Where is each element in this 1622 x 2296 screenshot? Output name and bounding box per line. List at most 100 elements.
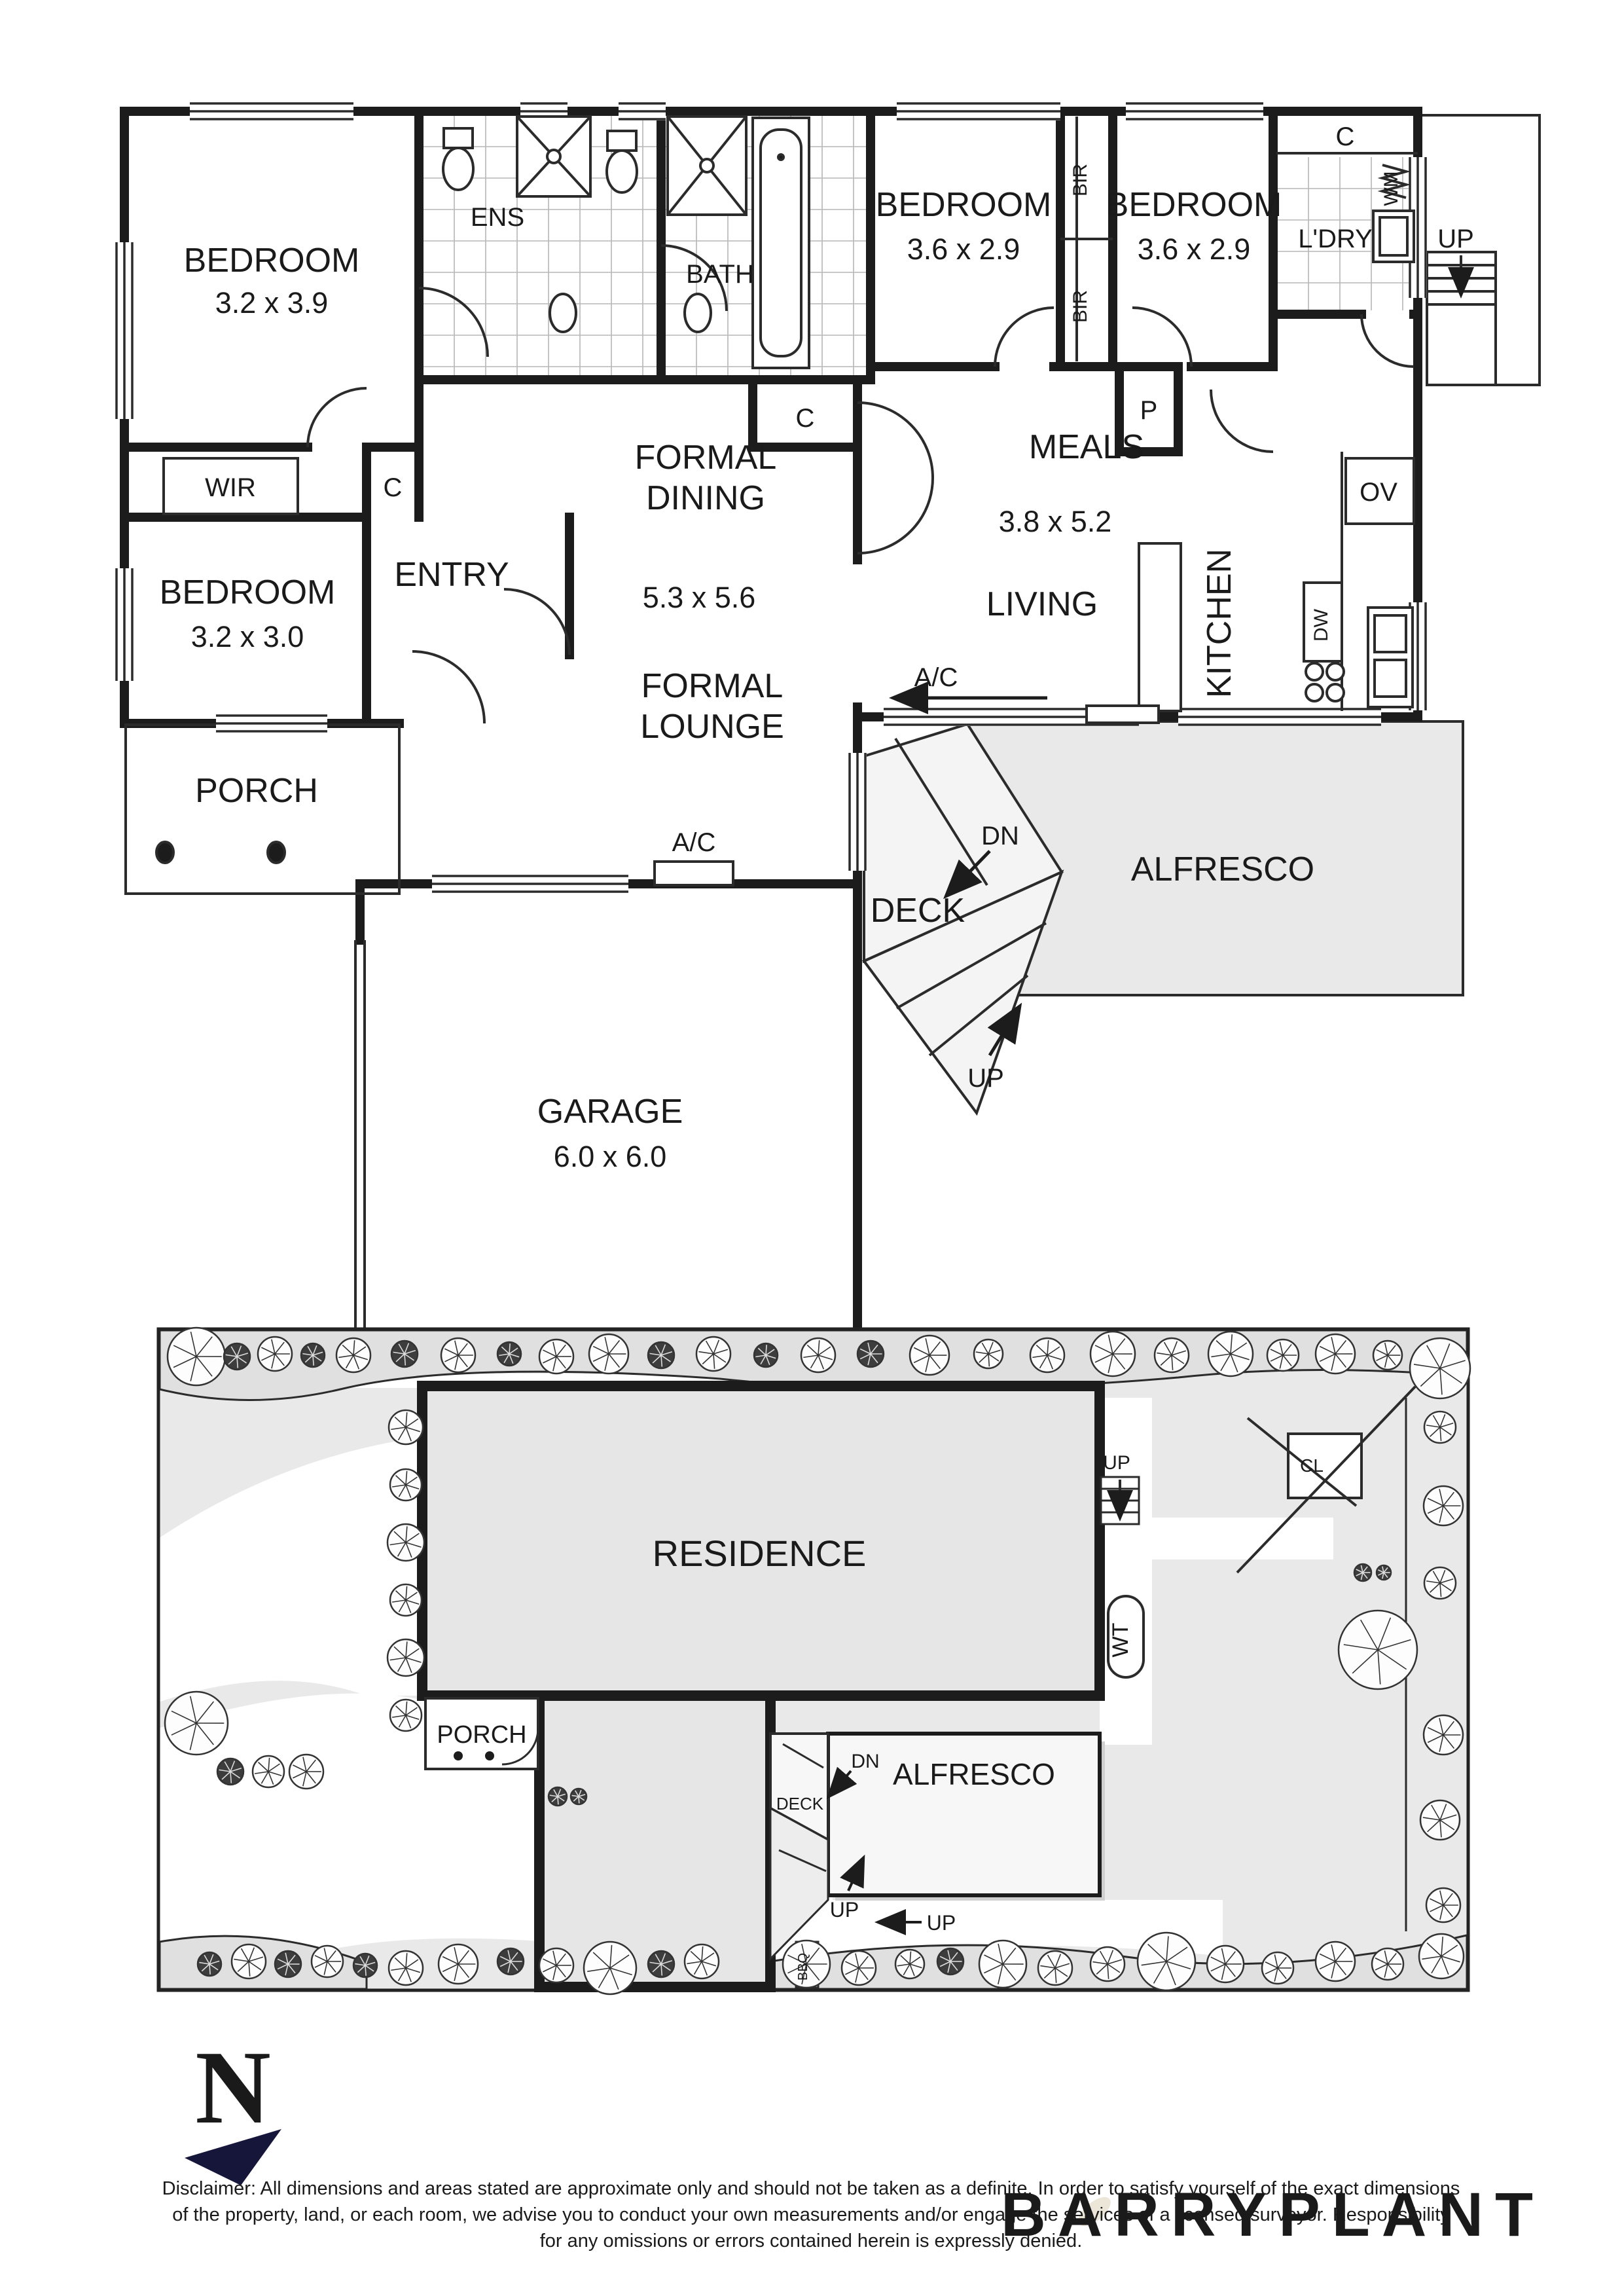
tree-icon <box>583 1941 638 1995</box>
tree-icon <box>840 1950 877 1986</box>
exterior-landing <box>1422 114 1541 386</box>
door-arcs <box>306 244 1415 724</box>
tree-icon <box>1375 1564 1392 1581</box>
entry-label: ENTRY <box>394 556 509 594</box>
north-arrow-icon <box>185 2129 281 2185</box>
tree-icon <box>1425 1887 1462 1923</box>
tree-icon <box>230 1943 267 1980</box>
closet-label-bath: C <box>796 404 815 433</box>
clothesline-label: CL <box>1300 1455 1324 1476</box>
room-label-ens: ENS <box>471 203 524 232</box>
tree-icon <box>1418 1933 1465 1980</box>
tree-icon <box>1372 1339 1403 1371</box>
kitchen-label: KITCHEN <box>1200 549 1238 698</box>
deck-stairs <box>861 869 1064 1116</box>
disclaimer-line3: for any omissions or errors contained he… <box>540 2231 1083 2251</box>
tree-icon <box>588 1333 630 1375</box>
site-deck-label: DECK <box>776 1794 824 1813</box>
formal-lounge-line1: FORMAL <box>641 667 784 705</box>
dim-bedroom4: 3.2 x 3.0 <box>191 620 304 653</box>
oven-icon <box>1344 457 1415 525</box>
tree-icon <box>196 1951 223 1977</box>
tree-icon <box>440 1337 477 1374</box>
tree-icon <box>389 1583 423 1617</box>
site-plan: RESIDENCE PORCH ALFRESCO DECK DN UP UP B… <box>156 1326 1471 1995</box>
north-compass: N <box>185 2029 281 2185</box>
tree-icon <box>1423 1566 1457 1600</box>
oven-label: OV <box>1360 478 1397 507</box>
tree-icon <box>496 1341 522 1367</box>
plan-arrows <box>889 682 1047 1057</box>
residence-label: RESIDENCE <box>653 1533 867 1574</box>
toilet-icon <box>442 147 475 191</box>
washing-machine-icon <box>1377 164 1411 199</box>
tree-icon <box>223 1342 251 1371</box>
fixtures <box>155 115 1415 886</box>
porch-label: PORCH <box>195 772 318 810</box>
garage-size: 6.0 x 6.0 <box>554 1140 667 1173</box>
tree-icon <box>978 1939 1028 1989</box>
garage-door <box>354 940 366 1334</box>
site-stairs <box>1100 1476 1140 1525</box>
tree-icon <box>647 1950 676 1978</box>
tree-icon <box>1206 1944 1245 1984</box>
tree-icon <box>1029 1337 1066 1374</box>
tree-icon <box>569 1787 588 1806</box>
tree-icon <box>856 1339 885 1368</box>
deck-dn-arrow-icon <box>943 850 991 900</box>
tree-icon <box>1419 1799 1461 1841</box>
water-tank-label: WT <box>1108 1623 1133 1658</box>
water-tank <box>1107 1595 1145 1679</box>
dishwasher-label: DW <box>1310 608 1332 642</box>
tree-icon <box>389 1698 423 1732</box>
formal-dining-line1: FORMAL <box>635 439 777 477</box>
tree-icon <box>538 1338 575 1375</box>
deck-label: DECK <box>871 892 965 930</box>
toilet-cistern-icon <box>606 130 638 152</box>
site-alfresco-label: ALFRESCO <box>893 1757 1055 1791</box>
room-label-bedroom4: BEDROOM <box>160 574 336 611</box>
tree-icon <box>166 1326 226 1387</box>
deck-dn-label: DN <box>981 822 1019 850</box>
site-dn-arrow-icon <box>826 1766 857 1800</box>
tree-icon <box>352 1952 378 1978</box>
formal-lounge-line2: LOUNGE <box>640 708 784 746</box>
pantry-label: P <box>1140 396 1158 425</box>
tree-icon <box>251 1755 285 1789</box>
basin-icon <box>549 293 577 333</box>
deck-up-arrow-icon <box>987 1002 1022 1057</box>
deck-up-label: UP <box>967 1064 1004 1093</box>
tree-icon <box>386 1638 425 1677</box>
tree-icon <box>1409 1337 1471 1400</box>
tree-icon <box>437 1943 479 1985</box>
tree-icon <box>216 1757 245 1786</box>
watermark-text: BARRYPLANT <box>1001 2180 1545 2250</box>
tree-icon <box>1314 1333 1356 1375</box>
meals-size: 3.8 x 5.2 <box>999 505 1112 538</box>
trees <box>164 1326 1471 1995</box>
wir-label: WIR <box>205 473 256 502</box>
tree-icon <box>496 1947 525 1976</box>
basin-icon <box>683 293 712 333</box>
site-dn-label: DN <box>851 1751 879 1772</box>
tree-icon <box>1089 1330 1136 1377</box>
tree-icon <box>335 1337 372 1374</box>
site-deck-stairs <box>769 1806 829 1961</box>
tree-icon <box>547 1786 568 1807</box>
dim-bedroom3: 3.6 x 2.9 <box>1138 232 1251 266</box>
formal-dining-size: 5.3 x 5.6 <box>643 581 756 614</box>
garage-label: GARAGE <box>537 1093 683 1131</box>
tree-icon <box>1207 1330 1254 1377</box>
tree-icon <box>538 1947 575 1984</box>
disclaimer-line1: Disclaimer: All dimensions and areas sta… <box>162 2178 1460 2199</box>
tree-icon <box>800 1337 837 1374</box>
tree-icon <box>387 1950 424 1986</box>
tree-icon <box>300 1342 326 1368</box>
tree-icon <box>1337 1609 1418 1690</box>
site-stairs-up-label: UP <box>1103 1452 1130 1474</box>
dim-bedroom1: 3.2 x 3.9 <box>215 286 329 319</box>
closet-label-hall: C <box>384 473 403 502</box>
watermark-leaf-icon <box>1078 2196 1111 2227</box>
tree-icon <box>782 1939 831 1989</box>
